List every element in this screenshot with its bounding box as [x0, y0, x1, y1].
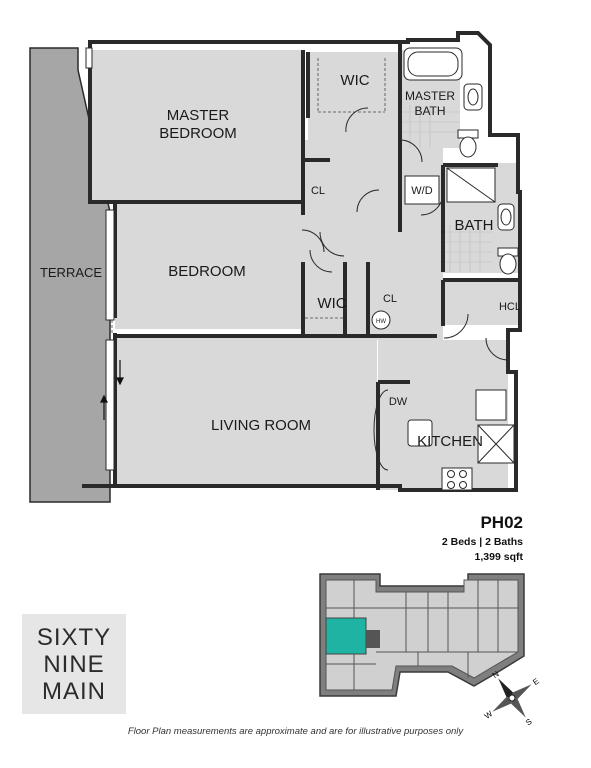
compass-n: N [491, 669, 501, 680]
bathroom-tile [400, 105, 493, 272]
label-bedroom: BEDROOM [168, 263, 246, 280]
label-cl-2: CL [383, 293, 397, 305]
label-terrace: TERRACE [40, 265, 102, 280]
label-wic-master: WIC [340, 72, 369, 89]
closet-rods [111, 58, 386, 333]
label-master-bedroom-1: MASTER [167, 107, 230, 124]
compass-s: S [524, 717, 534, 727]
door-swings [301, 107, 509, 471]
key-plan-core [366, 630, 380, 648]
key-plan [319, 573, 525, 697]
compass-e: E [531, 677, 541, 687]
unit-info: PH02 2 Beds | 2 Baths 1,399 sqft [442, 513, 523, 565]
disclaimer: Floor Plan measurements are approximate … [127, 726, 464, 737]
label-wd: W/D [411, 185, 432, 197]
compass-w: W [483, 709, 495, 721]
sixty-nine-main-logo: SIXTY NINE MAIN [22, 614, 126, 714]
label-kitchen: KITCHEN [417, 433, 483, 450]
logo-line-2: NINE [43, 650, 105, 678]
compass-rose: N S E W [483, 669, 541, 727]
unit-area: 1,399 sqft [474, 551, 523, 563]
label-master-bath-2: BATH [414, 104, 445, 118]
label-dw: DW [389, 396, 408, 408]
label-wic-bedroom: WIC [317, 295, 346, 312]
logo-line-1: SIXTY [36, 623, 112, 651]
label-master-bedroom-2: BEDROOM [159, 125, 237, 142]
floor-fill [90, 50, 521, 490]
label-hw: HW [376, 319, 386, 325]
unit-beds-baths: 2 Beds | 2 Baths [441, 536, 523, 548]
fixtures [371, 47, 519, 491]
compass-arrow [498, 678, 513, 698]
logo-line-3: MAIN [42, 677, 106, 705]
walls [82, 31, 522, 492]
floor-plan: MASTER BEDROOM WIC MASTER BATH CL W/D BA… [29, 31, 522, 503]
label-living-room: LIVING ROOM [211, 417, 311, 434]
key-plan-unit-highlight [325, 617, 367, 655]
label-bath: BATH [455, 217, 494, 234]
label-hcl: HCL [499, 301, 521, 313]
label-cl-1: CL [311, 185, 325, 197]
label-master-bath-1: MASTER [405, 89, 455, 103]
unit-id: PH02 [480, 513, 523, 532]
sliding-door-arrows [100, 360, 124, 420]
windows [85, 47, 115, 471]
